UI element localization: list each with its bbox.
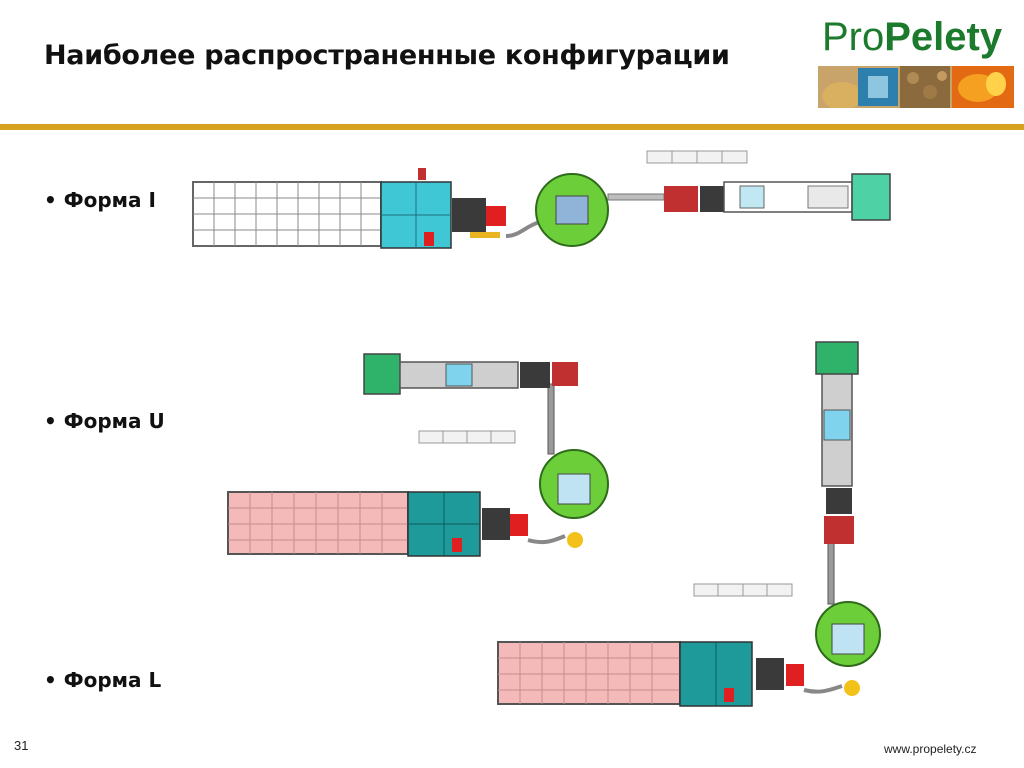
page-number: 31 (14, 738, 29, 753)
form-i-diagram (192, 150, 891, 249)
website-link[interactable]: www.propelety.cz (884, 742, 977, 756)
form-l-dryer (497, 641, 681, 705)
header-divider (0, 124, 1024, 130)
bullet-form-l: • Форма L (44, 668, 162, 692)
logo-prefix: Pro (822, 15, 885, 59)
bullet-form-u: • Форма U (44, 409, 165, 433)
form-l-diagram (497, 341, 881, 707)
configuration-diagrams (192, 150, 891, 707)
logo-name: Pelety (884, 15, 1003, 59)
logo-photo-strip (818, 66, 1014, 108)
propelety-logo: ProPelety (818, 12, 1014, 108)
form-u-dryer (227, 491, 409, 555)
page-title: Наиболее распространенные конфигурации (44, 40, 730, 71)
bullet-form-i: • Форма I (44, 188, 156, 212)
form-u-diagram (227, 353, 609, 557)
